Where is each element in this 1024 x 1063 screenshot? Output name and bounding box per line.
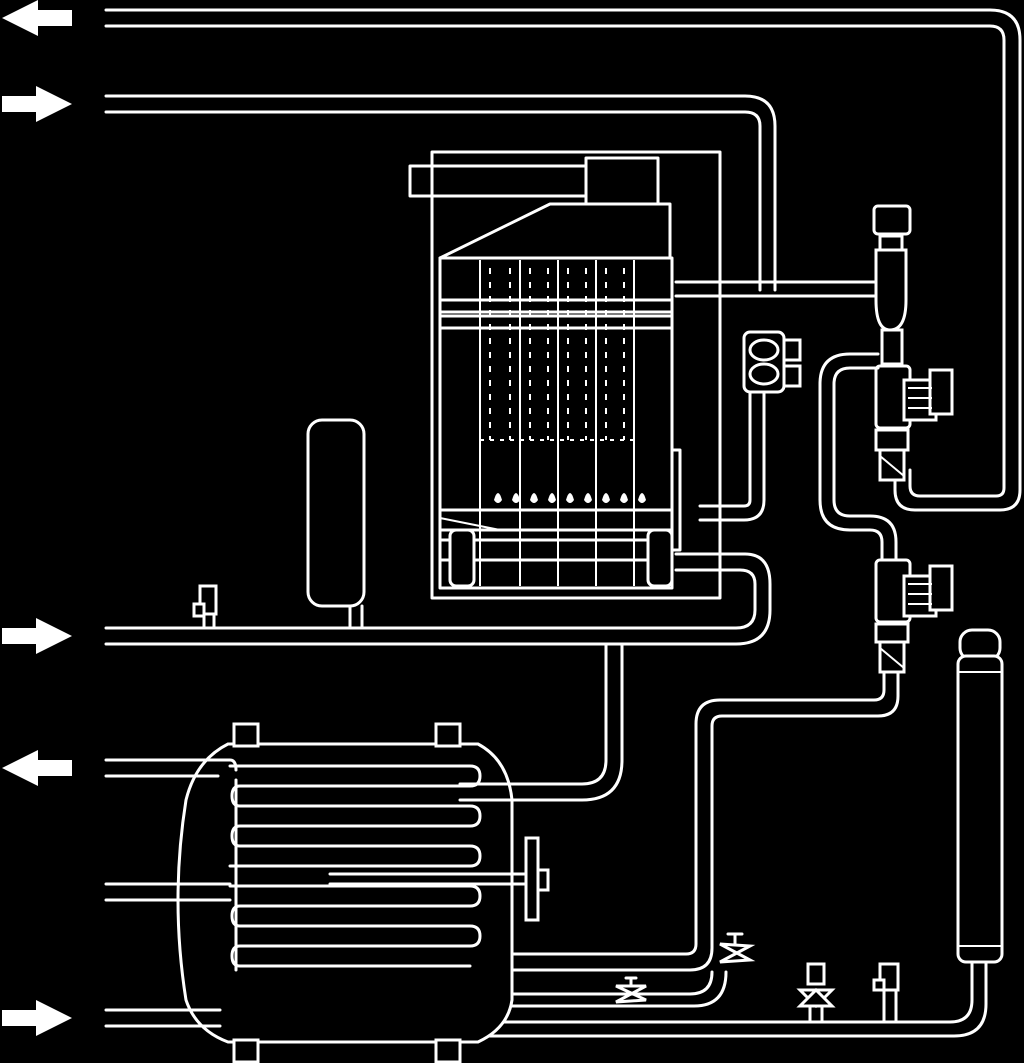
pipe-boiler-loop (104, 552, 772, 646)
relief-valve (796, 962, 836, 1024)
pipe-return (104, 94, 880, 298)
pipe-pump-link (818, 352, 898, 562)
arrow-out-hot (2, 750, 72, 786)
pipe-pump-to-cylinder (510, 670, 900, 972)
pipe-cylinder-feed (508, 642, 624, 802)
cylinder-pump (874, 558, 954, 674)
drain-valve (478, 970, 728, 1008)
heat-exchanger-sections (479, 260, 635, 586)
arrow-in-cold (2, 618, 72, 654)
arrow-in-return (2, 86, 72, 122)
side-expansion-vessel (956, 628, 1004, 964)
air-vent-top (872, 204, 912, 366)
gas-valve (698, 330, 802, 522)
boiler (408, 150, 722, 600)
arrow-in-bottom (2, 1000, 72, 1036)
arrow-out-top (2, 0, 72, 36)
safety-valve (192, 584, 218, 630)
pipe-bottom-return (468, 960, 988, 1038)
pipe-flow-top (104, 8, 1022, 512)
hot-water-cylinder (104, 722, 550, 1063)
air-vent-bottom (872, 962, 900, 1024)
heating-pump (874, 364, 954, 482)
pressure-valve (719, 932, 756, 964)
expansion-vessel (306, 418, 366, 630)
cylinder-coil-lower (228, 884, 482, 968)
burner-flames (494, 493, 646, 503)
